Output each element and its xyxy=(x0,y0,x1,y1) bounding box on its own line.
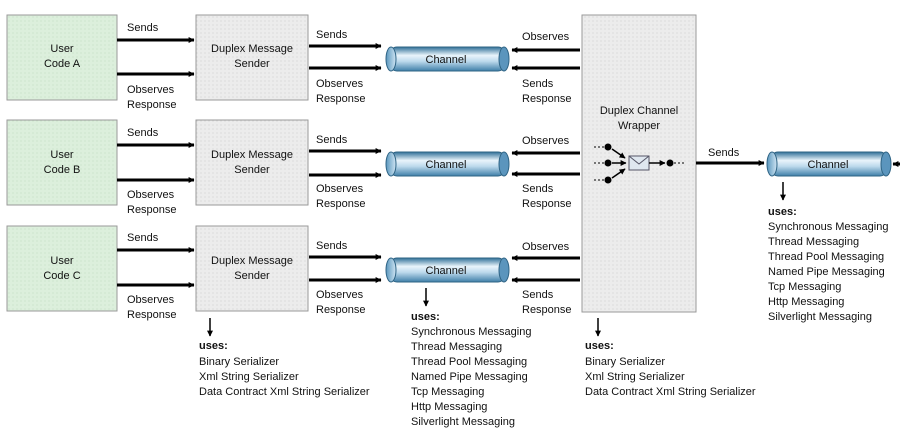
response-label: Response xyxy=(316,304,366,316)
messaging-item: Thread Pool Messaging xyxy=(411,356,527,368)
messaging-item: Http Messaging xyxy=(411,401,487,413)
uses-title: uses: xyxy=(585,340,614,352)
messaging-item: Tcp Messaging xyxy=(411,386,484,398)
messaging-item: Named Pipe Messaging xyxy=(411,371,528,383)
user-code-b-box xyxy=(6,119,118,206)
duplex-message-sender-c xyxy=(195,225,309,312)
user-code-b-line1: User xyxy=(50,149,74,161)
serializer-item: Data Contract Xml String Serializer xyxy=(199,386,370,398)
channel-main: Channel xyxy=(766,151,900,177)
channel-a: Channel xyxy=(385,46,510,72)
sends-label: Sends xyxy=(316,240,348,252)
user-code-a-line1: User xyxy=(50,43,74,55)
response-label: Response xyxy=(127,99,177,111)
observes-label: Observes xyxy=(316,183,364,195)
response-label: Response xyxy=(127,204,177,216)
sender-line1: Duplex Message xyxy=(211,43,293,55)
observes-label: Observes xyxy=(316,289,364,301)
user-code-c-line2: Code C xyxy=(43,270,80,282)
user-code-a-box xyxy=(6,14,118,101)
serializer-item: Binary Serializer xyxy=(585,356,665,368)
messaging-item: Silverlight Messaging xyxy=(411,416,515,428)
user-code-b-line2: Code B xyxy=(44,164,81,176)
observes-label: Observes xyxy=(127,294,175,306)
wrapper-line2: Wrapper xyxy=(618,120,660,132)
sends-label: Sends xyxy=(127,22,159,34)
sender-uses: uses: Binary Serializer Xml String Seria… xyxy=(199,318,370,398)
sender-line1: Duplex Message xyxy=(211,149,293,161)
wrapper-uses: uses: Binary Serializer Xml String Seria… xyxy=(585,318,756,398)
serializer-item: Xml String Serializer xyxy=(199,371,299,383)
response-label: Response xyxy=(316,93,366,105)
observes-label: Observes xyxy=(316,78,364,90)
uses-title: uses: xyxy=(768,206,797,218)
duplex-message-sender-a xyxy=(195,14,309,101)
messaging-item: Thread Pool Messaging xyxy=(768,251,884,263)
observes-label: Observes xyxy=(522,31,570,43)
response-label: Response xyxy=(522,93,572,105)
messaging-item: Thread Messaging xyxy=(768,236,859,248)
sender-line2: Sender xyxy=(234,164,270,176)
main-channel-uses: uses: Synchronous Messaging Thread Messa… xyxy=(768,182,888,323)
uses-title: uses: xyxy=(411,311,440,323)
sends-label: Sends xyxy=(316,134,348,146)
user-code-a-line2: Code A xyxy=(44,58,81,70)
sends-label: Sends xyxy=(522,183,554,195)
messaging-item: Tcp Messaging xyxy=(768,281,841,293)
sends-label: Sends xyxy=(522,289,554,301)
messaging-item: Synchronous Messaging xyxy=(768,221,888,233)
sends-label: Sends xyxy=(708,147,740,159)
sender-line2: Sender xyxy=(234,58,270,70)
user-code-c-line1: User xyxy=(50,255,74,267)
user-code-c-box xyxy=(6,225,118,312)
uses-title: uses: xyxy=(199,340,228,352)
sends-label: Sends xyxy=(127,232,159,244)
observes-label: Observes xyxy=(522,241,570,253)
row-b: User Code B Sends Observes Response Dupl… xyxy=(6,119,580,216)
messaging-item: Thread Messaging xyxy=(411,341,502,353)
messaging-item: Synchronous Messaging xyxy=(411,326,531,338)
response-label: Response xyxy=(522,198,572,210)
channel-c: Channel xyxy=(385,257,510,283)
serializer-item: Xml String Serializer xyxy=(585,371,685,383)
channel-label: Channel xyxy=(808,159,849,171)
row-c: User Code C Sends Observes Response Dupl… xyxy=(6,225,580,321)
observes-label: Observes xyxy=(522,135,570,147)
channel-uses: uses: Synchronous Messaging Thread Messa… xyxy=(411,288,531,428)
duplex-message-sender-b xyxy=(195,119,309,206)
wrapper-line1: Duplex Channel xyxy=(600,105,678,117)
observes-label: Observes xyxy=(127,84,175,96)
channel-label: Channel xyxy=(426,159,467,171)
serializer-item: Data Contract Xml String Serializer xyxy=(585,386,756,398)
serializer-item: Binary Serializer xyxy=(199,356,279,368)
sends-label: Sends xyxy=(316,29,348,41)
response-label: Response xyxy=(316,198,366,210)
sender-line2: Sender xyxy=(234,270,270,282)
response-label: Response xyxy=(522,304,572,316)
response-label: Response xyxy=(127,309,177,321)
row-a: User Code A Sends Observes Response Dupl… xyxy=(6,14,580,111)
sends-label: Sends xyxy=(127,127,159,139)
channel-b: Channel xyxy=(385,151,510,177)
messaging-item: Named Pipe Messaging xyxy=(768,266,885,278)
messaging-item: Http Messaging xyxy=(768,296,844,308)
duplex-channel-wrapper: Duplex Channel Wrapper Sends xyxy=(581,14,765,313)
channel-label: Channel xyxy=(426,265,467,277)
messaging-item: Silverlight Messaging xyxy=(768,311,872,323)
observes-label: Observes xyxy=(127,189,175,201)
sends-label: Sends xyxy=(522,78,554,90)
multiplexer-icon xyxy=(594,143,686,184)
sender-line1: Duplex Message xyxy=(211,255,293,267)
channel-label: Channel xyxy=(426,54,467,66)
